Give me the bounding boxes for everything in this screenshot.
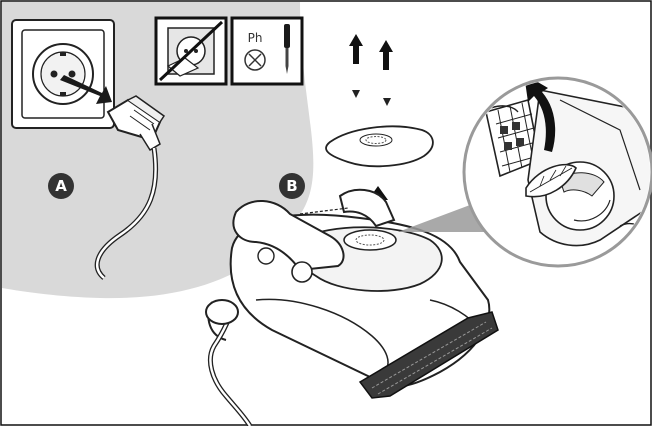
- step-b-label: B: [286, 177, 297, 195]
- step-a-badge: A: [48, 173, 74, 199]
- screwdriver-type-label: Ph: [248, 31, 263, 45]
- prohibited-plug-icon: [156, 18, 226, 84]
- phillips-screwdriver-icon: Ph: [232, 18, 302, 84]
- wall-socket: [12, 20, 114, 128]
- detail-zoom-circle: [464, 74, 652, 266]
- step-a-label: A: [55, 177, 67, 195]
- step-b-badge: B: [279, 173, 305, 199]
